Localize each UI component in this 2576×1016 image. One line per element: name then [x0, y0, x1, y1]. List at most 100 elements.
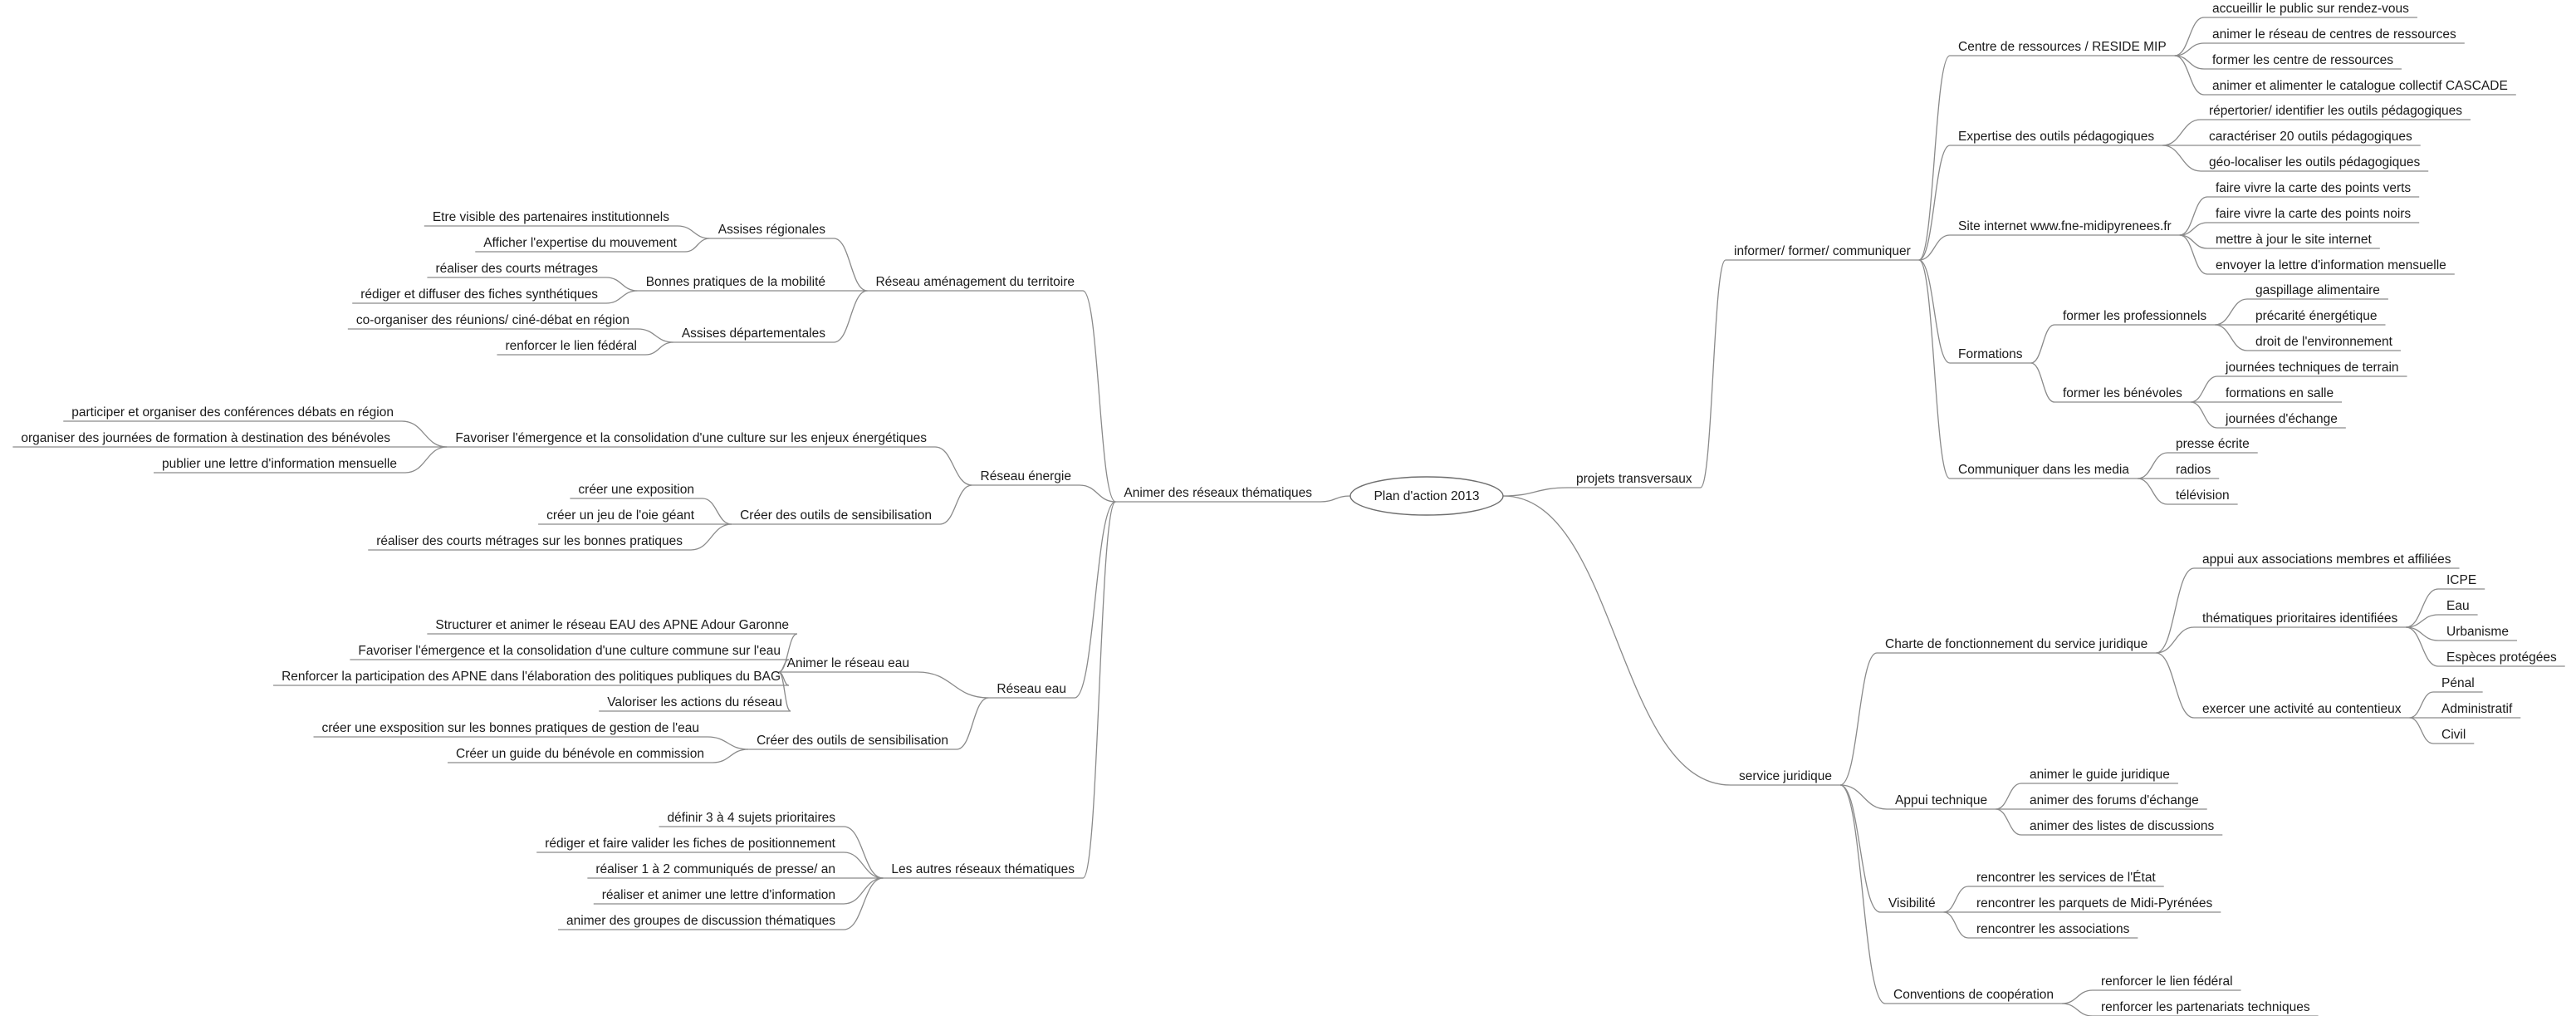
node-precarite-energetique[interactable]: précarité énergétique [2247, 309, 2386, 326]
node-favoriser-l-emergence-et-la-consolidation-d-une-[interactable]: Favoriser l'émergence et la consolidatio… [350, 644, 789, 660]
node-publier-une-lettre-d-information-mensuelle[interactable]: publier une lettre d'information mensuel… [154, 457, 405, 474]
node-geo-localiser-les-outils-pedagogiques[interactable]: géo-localiser les outils pédagogiques [2201, 155, 2429, 172]
node-faire-vivre-la-carte-des-points-noirs[interactable]: faire vivre la carte des points noirs [2207, 207, 2420, 223]
node-realiser-1-a-2-communiques-de-presse-an[interactable]: réaliser 1 à 2 communiqués de presse/ an [587, 862, 844, 879]
node-label: Les autres réseaux thématiques [891, 862, 1075, 876]
node-assises-departementales[interactable]: Assises départementales [673, 326, 834, 343]
node-faire-vivre-la-carte-des-points-verts[interactable]: faire vivre la carte des points verts [2207, 181, 2420, 198]
node-valoriser-les-actions-du-reseau[interactable]: Valoriser les actions du réseau [599, 695, 791, 712]
node-icpe[interactable]: ICPE [2438, 573, 2485, 590]
node-thematiques-prioritaires-identifiees[interactable]: thématiques prioritaires identifiées [2194, 611, 2407, 628]
node-structurer-et-animer-le-reseau-eau-des-apne-adou[interactable]: Structurer et animer le réseau EAU des A… [427, 618, 797, 635]
node-definir-3-a-4-sujets-prioritaires[interactable]: définir 3 à 4 sujets prioritaires [659, 811, 844, 827]
node-former-les-centre-de-ressources[interactable]: former les centre de ressources [2204, 53, 2402, 70]
node-presse-ecrite[interactable]: presse écrite [2167, 437, 2258, 454]
node-creer-un-guide-du-benevole-en-commission[interactable]: Créer un guide du bénévole en commission [448, 747, 713, 763]
node-realiser-et-animer-une-lettre-d-information[interactable]: réaliser et animer une lettre d'informat… [593, 888, 844, 905]
node-animer-des-groupes-de-discussion-thematiques[interactable]: animer des groupes de discussion thémati… [558, 914, 844, 930]
node-bonnes-pratiques-de-la-mobilite[interactable]: Bonnes pratiques de la mobilité [637, 275, 834, 292]
connector-line [1079, 484, 1116, 503]
node-label: Favoriser l'émergence et la consolidatio… [455, 431, 927, 445]
node-renforcer-le-lien-federal[interactable]: renforcer le lien fédéral [497, 339, 645, 356]
node-creer-une-exposition[interactable]: créer une exposition [570, 483, 703, 499]
node-renforcer-le-lien-federal[interactable]: renforcer le lien fédéral [2093, 974, 2241, 991]
node-animer-des-forums-d-echange[interactable]: animer des forums d'échange [2021, 793, 2207, 810]
node-animer-le-reseau-de-centres-de-ressources[interactable]: animer le réseau de centres de ressource… [2204, 27, 2465, 44]
node-rencontrer-les-services-de-l-etat[interactable]: rencontrer les services de l'État [1968, 871, 2164, 887]
node-site-internet-www-fne-midipyrenees-fr[interactable]: Site internet www.fne-midipyrenees.fr [1950, 219, 2180, 236]
node-animer-des-listes-de-discussions[interactable]: animer des listes de discussions [2021, 819, 2223, 836]
node-animer-le-guide-juridique[interactable]: animer le guide juridique [2021, 768, 2178, 784]
node-exercer-une-activite-au-contentieux[interactable]: exercer une activité au contentieux [2194, 702, 2410, 719]
connector-line [843, 826, 884, 879]
root-node[interactable]: Plan d'action 2013 [1349, 476, 1504, 516]
node-animer-des-reseaux-thematiques[interactable]: Animer des réseaux thématiques [1115, 486, 1320, 503]
node-realiser-des-courts-metrages-sur-les-bonnes-prat[interactable]: réaliser des courts métrages sur les bon… [368, 534, 691, 551]
node-former-les-benevoles[interactable]: former les bénévoles [2054, 386, 2191, 403]
node-projets-transversaux[interactable]: projets transversaux [1568, 472, 1701, 488]
node-appui-aux-associations-membres-et-affiliees[interactable]: appui aux associations membres et affili… [2194, 552, 2460, 569]
node-les-autres-reseaux-thematiques[interactable]: Les autres réseaux thématiques [883, 862, 1083, 879]
node-repertorier-identifier-les-outils-pedagogiques[interactable]: répertorier/ identifier les outils pédag… [2201, 104, 2471, 120]
connector-lines [399, 17, 2439, 1016]
node-reseau-eau[interactable]: Réseau eau [988, 682, 1075, 699]
node-urbanisme[interactable]: Urbanisme [2438, 625, 2517, 641]
node-television[interactable]: télévision [2167, 488, 2238, 505]
node-civil[interactable]: Civil [2433, 728, 2475, 744]
node-eau[interactable]: Eau [2438, 599, 2478, 616]
node-expertise-des-outils-pedagogiques[interactable]: Expertise des outils pédagogiques [1950, 130, 2163, 146]
node-envoyer-la-lettre-d-information-mensuelle[interactable]: envoyer la lettre d'information mensuell… [2207, 258, 2455, 275]
node-gaspillage-alimentaire[interactable]: gaspillage alimentaire [2247, 283, 2388, 300]
root-label: Plan d'action 2013 [1374, 489, 1479, 503]
node-journees-d-echange[interactable]: journées d'échange [2217, 412, 2346, 429]
node-label: publier une lettre d'information mensuel… [162, 457, 397, 471]
node-droit-de-l-environnement[interactable]: droit de l'environnement [2247, 335, 2401, 351]
node-co-organiser-des-reunions-cine-debat-en-region[interactable]: co-organiser des réunions/ ciné-débat en… [347, 313, 638, 330]
node-animer-le-reseau-eau[interactable]: Animer le réseau eau [778, 656, 918, 673]
node-assises-regionales[interactable]: Assises régionales [709, 223, 834, 239]
node-organiser-des-journees-de-formation-a-destinatio[interactable]: organiser des journées de formation à de… [12, 431, 399, 448]
node-informer-former-communiquer[interactable]: informer/ former/ communiquer [1726, 244, 1919, 261]
node-creer-une-exsposition-sur-les-bonnes-pratiques-d[interactable]: créer une exsposition sur les bonnes pra… [313, 721, 708, 738]
node-administratif[interactable]: Administratif [2433, 702, 2521, 719]
node-afficher-l-expertise-du-mouvement[interactable]: Afficher l'expertise du mouvement [475, 236, 685, 253]
node-formations-en-salle[interactable]: formations en salle [2217, 386, 2343, 403]
node-rencontrer-les-parquets-de-midi-pyrenees[interactable]: rencontrer les parquets de Midi-Pyrénées [1968, 896, 2221, 913]
node-former-les-professionnels[interactable]: former les professionnels [2054, 309, 2216, 326]
node-label: ICPE [2446, 573, 2476, 587]
node-especes-protegees[interactable]: Espèces protégées [2438, 650, 2565, 667]
node-creer-des-outils-de-sensibilisation[interactable]: Créer des outils de sensibilisation [748, 734, 957, 750]
node-etre-visible-des-partenaires-institutionnels[interactable]: Etre visible des partenaires institution… [424, 210, 678, 227]
node-renforcer-la-participation-des-apne-dans-l-elabo[interactable]: Renforcer la participation des APNE dans… [273, 670, 789, 686]
node-radios[interactable]: radios [2167, 463, 2220, 479]
node-caracteriser-20-outils-pedagogiques[interactable]: caractériser 20 outils pédagogiques [2201, 130, 2421, 146]
node-realiser-des-courts-metrages[interactable]: réaliser des courts métrages [427, 262, 606, 278]
node-reseau-amenagement-du-territoire[interactable]: Réseau aménagement du territoire [867, 275, 1083, 292]
node-formations[interactable]: Formations [1950, 347, 2031, 364]
node-rencontrer-les-associations[interactable]: rencontrer les associations [1968, 922, 2138, 939]
node-service-juridique[interactable]: service juridique [1731, 769, 1840, 786]
node-penal[interactable]: Pénal [2433, 676, 2483, 693]
node-participer-et-organiser-des-conferences-debats-e[interactable]: participer et organiser des conférences … [63, 405, 402, 422]
node-creer-un-jeu-de-l-oie-geant[interactable]: créer un jeu de l'oie géant [538, 508, 703, 525]
node-renforcer-les-partenariats-techniques[interactable]: renforcer les partenariats techniques [2093, 1000, 2319, 1016]
connector-line [1918, 145, 1951, 261]
node-mettre-a-jour-le-site-internet[interactable]: mettre à jour le site internet [2207, 233, 2380, 249]
node-rediger-et-diffuser-des-fiches-synthetiques[interactable]: rédiger et diffuser des fiches synthétiq… [352, 287, 606, 304]
node-reseau-energie[interactable]: Réseau énergie [972, 469, 1080, 486]
node-creer-des-outils-de-sensibilisation[interactable]: Créer des outils de sensibilisation [732, 508, 940, 525]
node-journees-techniques-de-terrain[interactable]: journées techniques de terrain [2217, 361, 2407, 377]
node-visibilite[interactable]: Visibilité [1880, 896, 1944, 913]
node-charte-de-fonctionnement-du-service-juridique[interactable]: Charte de fonctionnement du service juri… [1877, 637, 2157, 654]
node-label: organiser des journées de formation à de… [21, 431, 390, 445]
node-animer-et-alimenter-le-catalogue-collectif-casca[interactable]: animer et alimenter le catalogue collect… [2204, 79, 2516, 96]
node-rediger-et-faire-valider-les-fiches-de-positionn[interactable]: rédiger et faire valider les fiches de p… [536, 837, 844, 853]
node-communiquer-dans-les-media[interactable]: Communiquer dans les media [1950, 463, 2138, 479]
node-appui-technique[interactable]: Appui technique [1887, 793, 1996, 810]
node-label: rencontrer les associations [1976, 922, 2130, 936]
node-accueillir-le-public-sur-rendez-vous[interactable]: accueillir le public sur rendez-vous [2204, 2, 2417, 18]
node-label: animer des listes de discussions [2030, 819, 2215, 833]
node-favoriser-l-emergence-et-la-consolidation-d-une-[interactable]: Favoriser l'émergence et la consolidatio… [447, 431, 935, 448]
node-conventions-de-cooperation[interactable]: Conventions de coopération [1885, 988, 2063, 1004]
node-centre-de-ressources-reside-mip[interactable]: Centre de ressources / RESIDE MIP [1950, 40, 2175, 56]
